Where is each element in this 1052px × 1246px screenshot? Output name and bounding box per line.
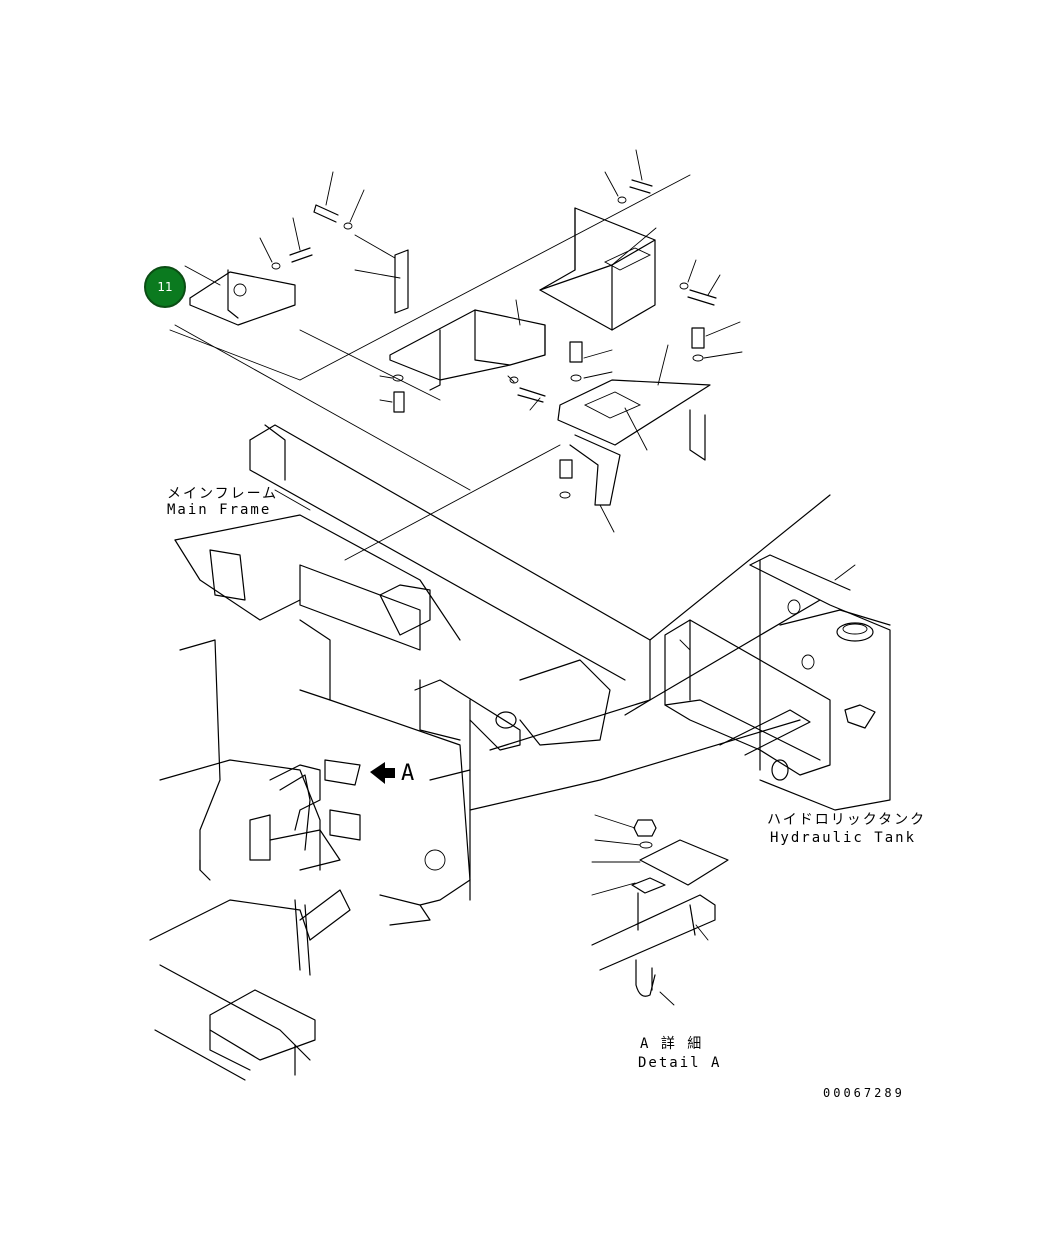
- detail-a-label-en: Detail A: [638, 1055, 722, 1071]
- rear-cover-plate: [539, 207, 656, 331]
- callout-11[interactable]: 11: [144, 266, 186, 308]
- detail-a-label-jp: A 詳 細: [640, 1036, 704, 1052]
- leader-lines: [184, 149, 743, 533]
- hydraulic-tank-label-jp: ハイドロリックタンク: [767, 812, 927, 828]
- assembly-guides: [169, 174, 691, 561]
- small-cover-11: [189, 269, 296, 326]
- label-leaders: [274, 489, 856, 581]
- view-arrow-icon: [370, 762, 395, 784]
- main-frame-label-en: Main Frame: [167, 502, 272, 518]
- bracket-plate: [557, 379, 711, 506]
- callout-number: 11: [157, 280, 173, 294]
- main-frame-label-jp: メインフレーム: [167, 486, 279, 502]
- hydraulic-tank: [664, 554, 891, 811]
- main-frame: [149, 424, 831, 1081]
- hydraulic-tank-label-en: Hydraulic Tank: [770, 830, 917, 846]
- detail-a-assembly: [591, 819, 729, 997]
- floor-cover-plate: [389, 249, 546, 391]
- detail-a-leaders: [591, 814, 709, 1006]
- bolts-and-washers: [271, 179, 717, 499]
- hydraulic-pipes: [269, 759, 361, 976]
- drawing-number: 00067289: [823, 1086, 905, 1100]
- view-arrow-label: A: [401, 761, 415, 786]
